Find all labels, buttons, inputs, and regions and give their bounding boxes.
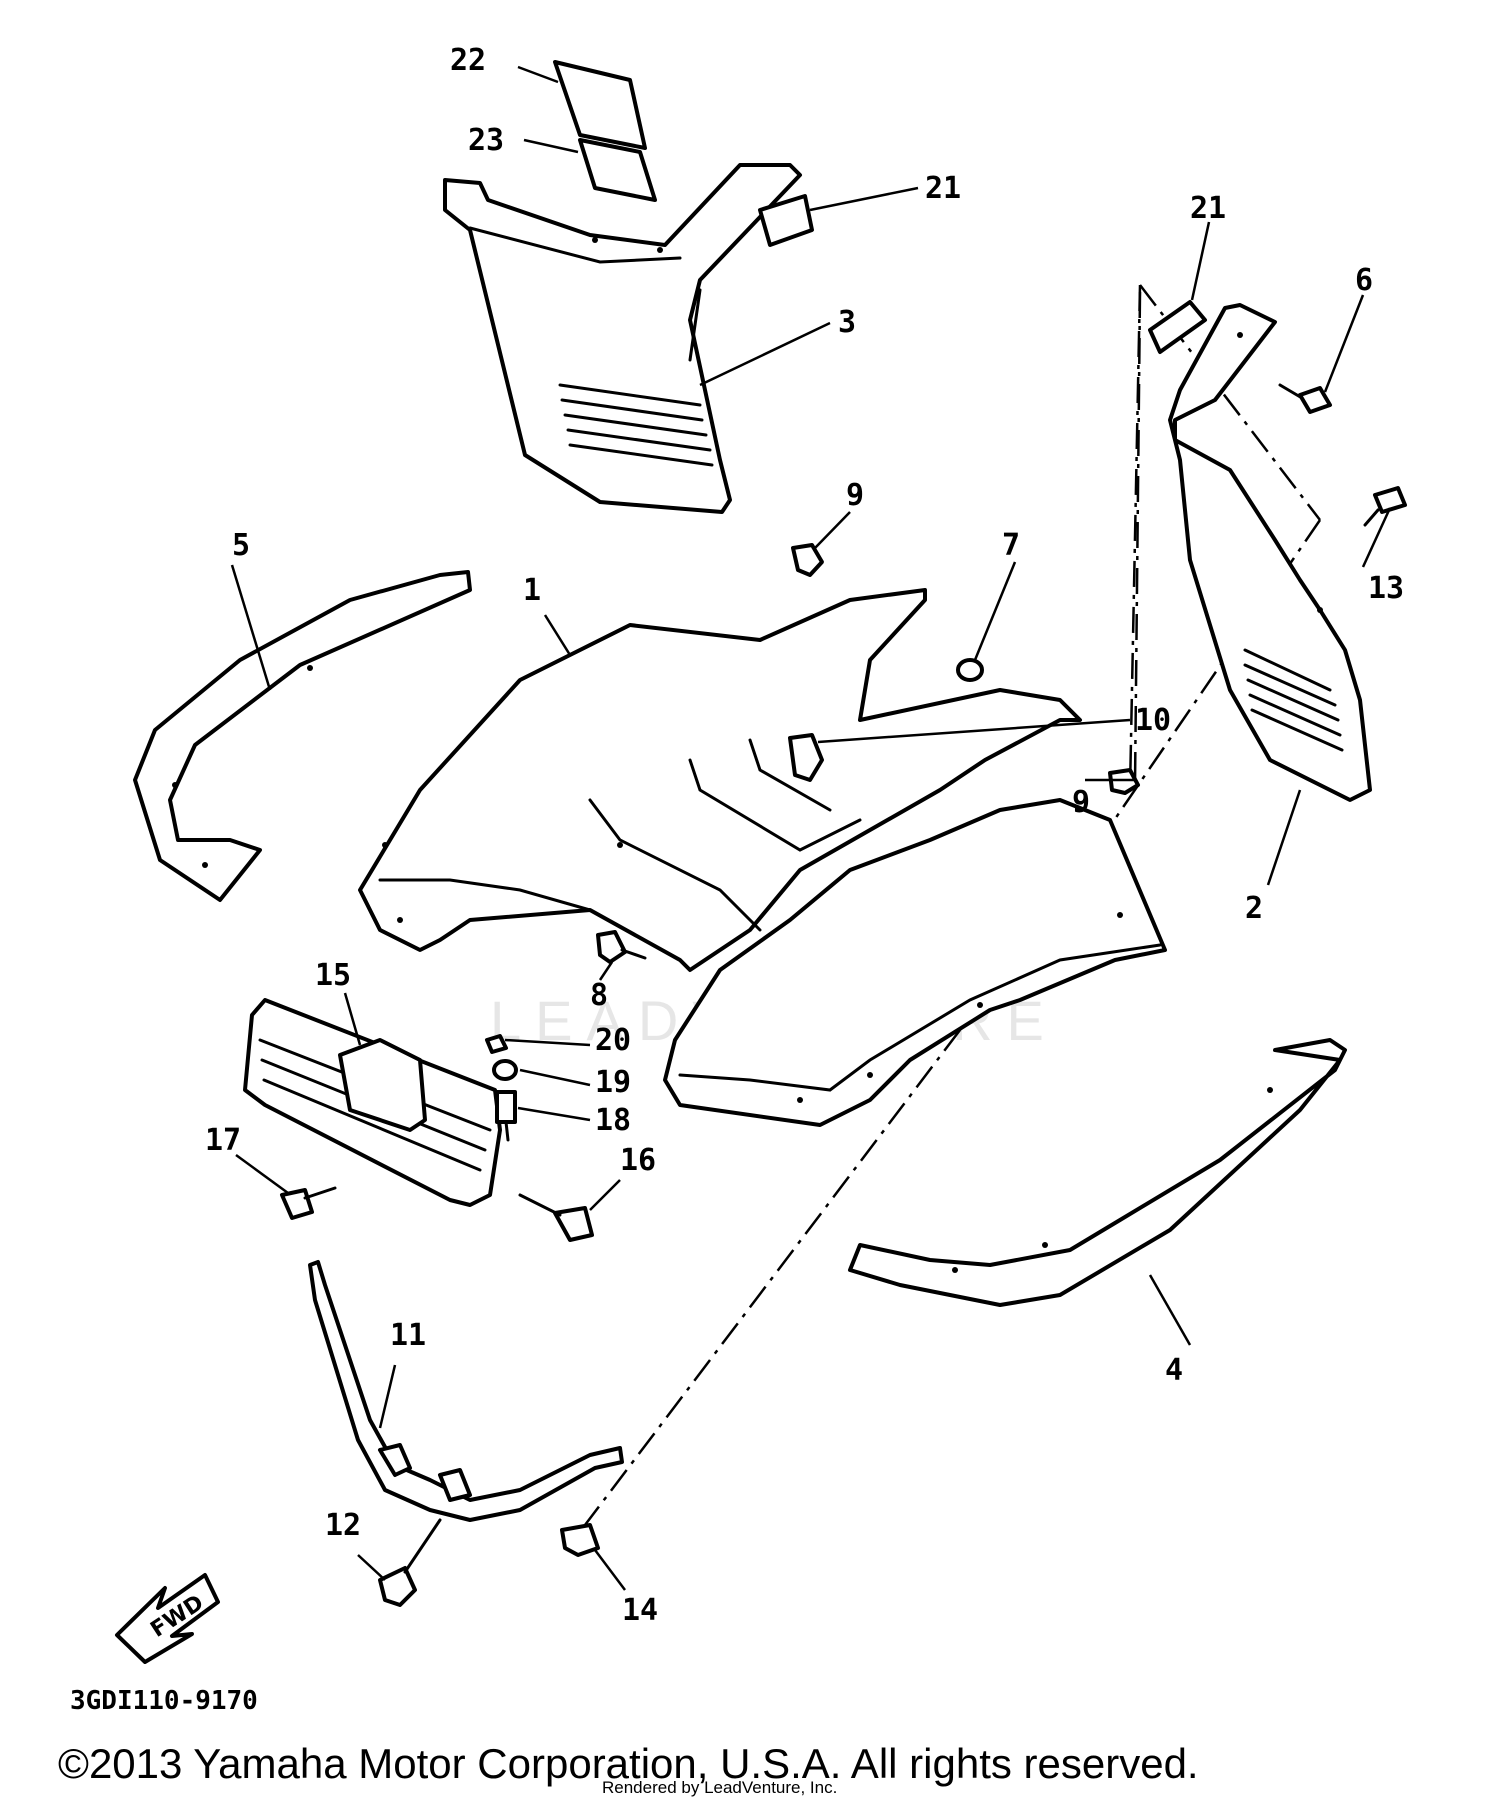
callout-18: 18: [595, 1103, 631, 1138]
callout-23: 23: [468, 123, 504, 158]
mud-guard-strip-part-5[interactable]: [133, 570, 472, 902]
washer-part-19[interactable]: [492, 1059, 518, 1081]
callout-14: 14: [622, 1593, 658, 1628]
callout-22: 22: [450, 43, 486, 78]
pad-part-21-right[interactable]: [1148, 300, 1207, 354]
nut-part-14[interactable]: [560, 1523, 600, 1557]
left-side-cover-part-3[interactable]: [443, 163, 802, 514]
fwd-arrow-icon: FWD: [115, 1573, 220, 1664]
fastener-part-10[interactable]: [788, 733, 824, 782]
callout-21-left: 21: [925, 171, 961, 206]
callout-21-right: 21: [1190, 191, 1226, 226]
callout-9-top: 9: [846, 478, 864, 513]
stay-part-11[interactable]: [308, 1260, 624, 1522]
right-side-cover-part-2[interactable]: [1168, 303, 1372, 802]
decal-part-22[interactable]: [553, 60, 647, 150]
callout-10: 10: [1135, 703, 1171, 738]
bolt-part-16[interactable]: [518, 1193, 594, 1242]
rendered-by-notice: Rendered by LeadVenture, Inc.: [602, 1778, 838, 1797]
callout-17: 17: [205, 1123, 241, 1158]
callout-3: 3: [838, 305, 856, 340]
clip-part-12[interactable]: [378, 1518, 442, 1607]
callout-6: 6: [1355, 263, 1373, 298]
callout-16: 16: [620, 1143, 656, 1178]
callout-11: 11: [390, 1318, 426, 1353]
fastener-part-8[interactable]: [596, 930, 647, 964]
front-fender-part-1[interactable]: [358, 588, 1082, 972]
callout-19: 19: [595, 1065, 631, 1100]
grommet-part-9-right[interactable]: [1108, 768, 1140, 795]
bolt-part-17[interactable]: [280, 1186, 337, 1220]
callout-7: 7: [1002, 528, 1020, 563]
spacer-part-18[interactable]: [495, 1090, 517, 1142]
callout-20: 20: [595, 1023, 631, 1058]
front-guard-part-15[interactable]: [243, 998, 502, 1207]
callout-12: 12: [325, 1508, 361, 1543]
callout-5: 5: [232, 528, 250, 563]
callouts: 22 23 21 3 21 6 13 9 7 10 9 1 5 2 4 8 15…: [205, 43, 1404, 1628]
drawing-code: 3GDI110-9170: [70, 1686, 258, 1716]
pad-part-21-left[interactable]: [758, 194, 814, 247]
front-fender-forward-lobe[interactable]: [663, 798, 1167, 1127]
grommet-part-9-top[interactable]: [791, 543, 824, 577]
clip-part-20[interactable]: [485, 1034, 508, 1054]
callout-4: 4: [1165, 1353, 1183, 1388]
callout-1: 1: [523, 573, 541, 608]
callout-13: 13: [1368, 571, 1404, 606]
decal-part-23[interactable]: [578, 138, 657, 202]
mud-guard-strip-part-4[interactable]: [848, 1038, 1347, 1307]
screw-part-13[interactable]: [1363, 486, 1407, 527]
callout-15: 15: [315, 958, 351, 993]
bolt-part-6[interactable]: [1278, 383, 1332, 414]
copyright-notice: ©2013 Yamaha Motor Corporation, U.S.A. A…: [58, 1740, 1199, 1787]
leader-lines: [230, 65, 1392, 1591]
callout-9-right: 9: [1072, 785, 1090, 820]
callout-8: 8: [590, 978, 608, 1013]
washer-part-7[interactable]: [956, 658, 984, 682]
callout-2: 2: [1245, 891, 1263, 926]
